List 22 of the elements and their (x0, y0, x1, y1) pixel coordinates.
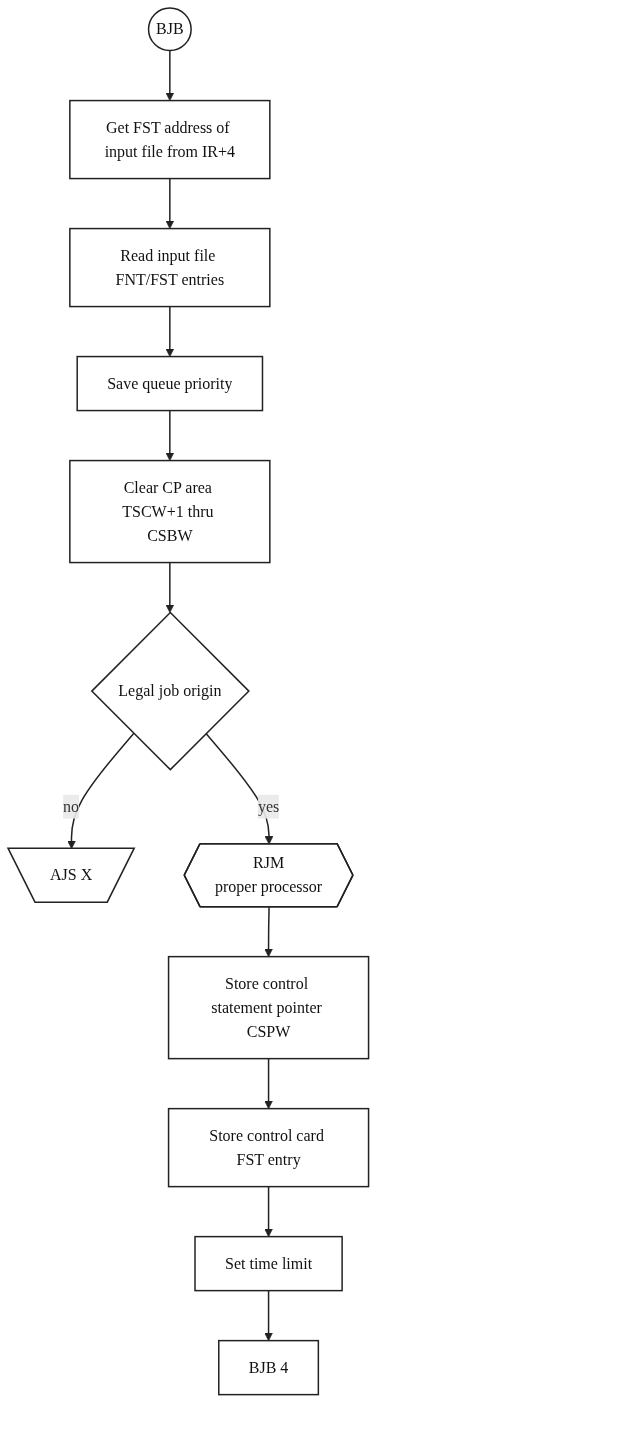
arrow (264, 1057, 273, 1110)
arrow (205, 732, 274, 845)
arrow (165, 409, 175, 461)
edge-label: yes (257, 797, 280, 815)
arrow (264, 906, 273, 958)
arrow (165, 49, 175, 101)
node-box: BJB 4 (218, 1339, 320, 1396)
node-box: Get FST address of input file from IR+4 (69, 99, 271, 180)
node-box: Store control statement pointer CSPW (167, 955, 370, 1060)
arrow (165, 305, 175, 357)
node-box: Set time limit (194, 1235, 343, 1292)
node-box: Save queue priority (76, 355, 264, 412)
node-box: Store control card FST entry (167, 1107, 370, 1188)
edge-label: no (63, 797, 80, 815)
node-circle: BJB (147, 7, 192, 52)
node-diamond: Legal job origin (90, 611, 250, 771)
arrow (165, 177, 175, 229)
node-box: Clear CP area TSCW+1 thru CSBW (69, 459, 271, 564)
arrow (264, 1185, 273, 1238)
arrow (165, 561, 175, 613)
node-box: Read input file FNT/FST entries (69, 227, 271, 308)
arrow (264, 1289, 273, 1342)
